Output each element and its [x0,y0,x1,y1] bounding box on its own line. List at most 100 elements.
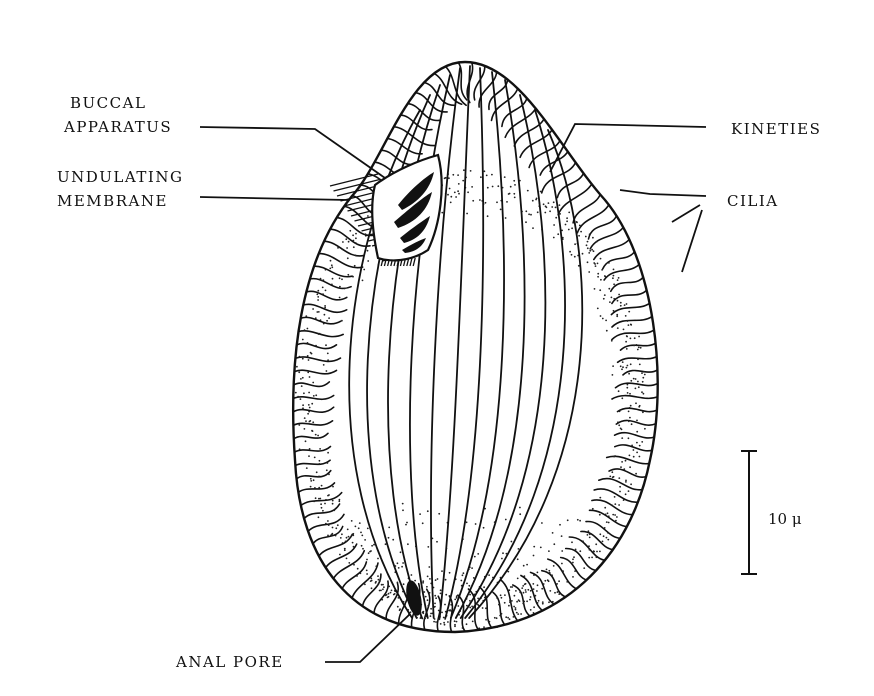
stipple-dot [516,612,518,614]
stipple-dot [553,201,555,203]
stipple-dot [548,570,550,572]
stipple-dot [607,532,609,534]
stipple-dot [337,524,339,526]
stipple-dot [549,572,551,574]
stipple-dot [367,260,369,262]
stipple-dot [544,212,546,214]
stipple-dot [599,533,601,535]
stipple-dot [541,522,543,524]
stipple-dot [367,250,369,252]
stipple-dot [448,610,450,612]
stipple-dot [628,411,630,413]
stipple-dot [463,169,465,171]
stipple-dot [596,241,598,243]
stipple-dot [611,471,613,473]
stipple-dot [339,554,341,556]
stipple-dot [352,542,354,544]
cilium [623,370,657,375]
stipple-dot [454,192,456,194]
stipple-dot [600,279,602,281]
stipple-dot [363,269,365,271]
stipple-dot [603,535,605,537]
stipple-dot [559,204,561,206]
stipple-dot [327,452,329,454]
stipple-dot [583,567,585,569]
stipple-dot [591,249,593,251]
stipple-dot [305,420,307,422]
stipple-dot [602,318,604,320]
stipple-dot [332,500,334,502]
stipple-dot [637,358,639,360]
stipple-dot [605,320,607,322]
stipple-dot [460,580,462,582]
stipple-dot [496,597,498,599]
stipple-dot [402,503,404,505]
stipple-dot [391,590,393,592]
undulating-leader [200,197,348,200]
stipple-dot [346,247,348,249]
stipple-dot [483,626,485,628]
stipple-dot [351,520,353,522]
stipple-dot [335,535,337,537]
stipple-dot [548,580,550,582]
stipple-dot [541,588,543,590]
stipple-dot [326,469,328,471]
stipple-dot [604,275,606,277]
stipple-dot [639,364,641,366]
stipple-dot [469,600,471,602]
stipple-dot [341,248,343,250]
stipple-dot [557,591,559,593]
stipple-dot [483,527,485,529]
stipple-dot [434,595,436,597]
stipple-dot [548,601,550,603]
stipple-dot [641,372,643,374]
stipple-dot [325,344,327,346]
stipple-dot [621,437,623,439]
stipple-dot [361,535,363,537]
stipple-dot [339,297,341,299]
stipple-dot [525,591,527,593]
stipple-dot [537,602,539,604]
stipple-dot [630,338,632,340]
stipple-dot [419,513,421,515]
stipple-dot [326,370,328,372]
stipple-dot [625,460,627,462]
stipple-dot [537,584,539,586]
stipple-dot [444,624,446,626]
stipple-dot [506,201,508,203]
stipple-dot [533,588,535,590]
stipple-dot [608,515,610,517]
stipple-dot [300,378,302,380]
stipple-dot [371,545,373,547]
stipple-dot [555,207,557,209]
stipple-dot [427,599,429,601]
stipple-dot [618,277,620,279]
cilium [599,479,643,490]
stipple-dot [515,609,517,611]
stipple-dot [321,507,323,509]
stipple-dot [367,528,369,530]
stipple-dot [603,298,605,300]
stipple-dot [423,611,425,613]
stipple-dot [613,269,615,271]
stipple-dot [599,497,601,499]
stipple-dot [323,323,325,325]
stipple-dot [498,604,500,606]
stipple-dot [406,522,408,524]
cilium [314,266,352,277]
stipple-dot [631,445,633,447]
membrane-hatch-line [330,174,378,186]
stipple-dot [561,563,563,565]
stipple-dot [335,527,337,529]
buccal-label-line2: APPARATUS [63,118,172,136]
stipple-dot [593,551,595,553]
stipple-dot [472,621,474,623]
stipple-dot [588,545,590,547]
stipple-dot [591,557,593,559]
stipple-dot [629,455,631,457]
stipple-dot [434,603,436,605]
stipple-dot [440,623,442,625]
stipple-dot [504,602,506,604]
stipple-dot [566,581,568,583]
stipple-dot [574,243,576,245]
